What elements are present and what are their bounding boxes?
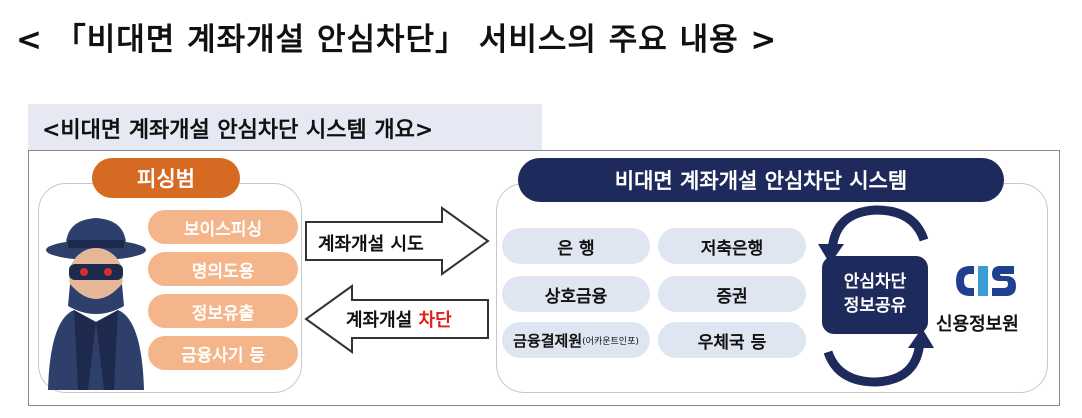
crime-identity-theft: 명의도용	[148, 252, 298, 286]
institution-post: 우체국 등	[658, 322, 806, 358]
crime-financial-fraud: 금융사기 등	[148, 336, 298, 370]
cycle-arrows-icon	[818, 205, 934, 387]
crime-voice-phishing: 보이스피싱	[148, 210, 298, 244]
system-title: 비대면 계좌개설 안심차단 시스템	[518, 158, 1004, 202]
block-arrow	[304, 284, 489, 354]
institution-payment-label: 금융결제원	[513, 331, 583, 350]
institution-bank: 은 행	[502, 228, 650, 264]
crime-data-leak: 정보유출	[148, 294, 298, 328]
phisher-title: 피싱범	[92, 158, 240, 198]
institution-payment: 금융결제원(어카운트인포)	[502, 322, 650, 358]
block-label-highlight: 차단	[418, 310, 452, 331]
agency-name: 신용정보원	[936, 314, 1019, 335]
institution-savings-bank: 저축은행	[658, 228, 806, 264]
block-label-text: 계좌개설	[346, 310, 419, 331]
block-label: 계좌개설 차단	[346, 306, 452, 332]
institution-securities: 증권	[658, 276, 806, 312]
page-title: < 「비대면 계좌개설 안심차단」 서비스의 주요 내용 >	[16, 22, 778, 58]
diagram-frame	[28, 150, 1060, 406]
attempt-label: 계좌개설 시도	[318, 234, 424, 255]
info-sharing-line1: 안심차단	[843, 272, 907, 292]
attempt-arrow	[305, 206, 490, 276]
cis-logo-icon	[956, 266, 1016, 296]
overview-heading: <비대면 계좌개설 안심차단 시스템 개요>	[28, 104, 542, 150]
institution-mutual-finance: 상호금융	[502, 276, 650, 312]
phisher-icon	[46, 218, 146, 390]
info-sharing-line2: 정보공유	[843, 296, 907, 316]
institution-payment-note: (어카운트인포)	[582, 336, 639, 347]
info-sharing-box: 안심차단 정보공유	[822, 256, 928, 334]
